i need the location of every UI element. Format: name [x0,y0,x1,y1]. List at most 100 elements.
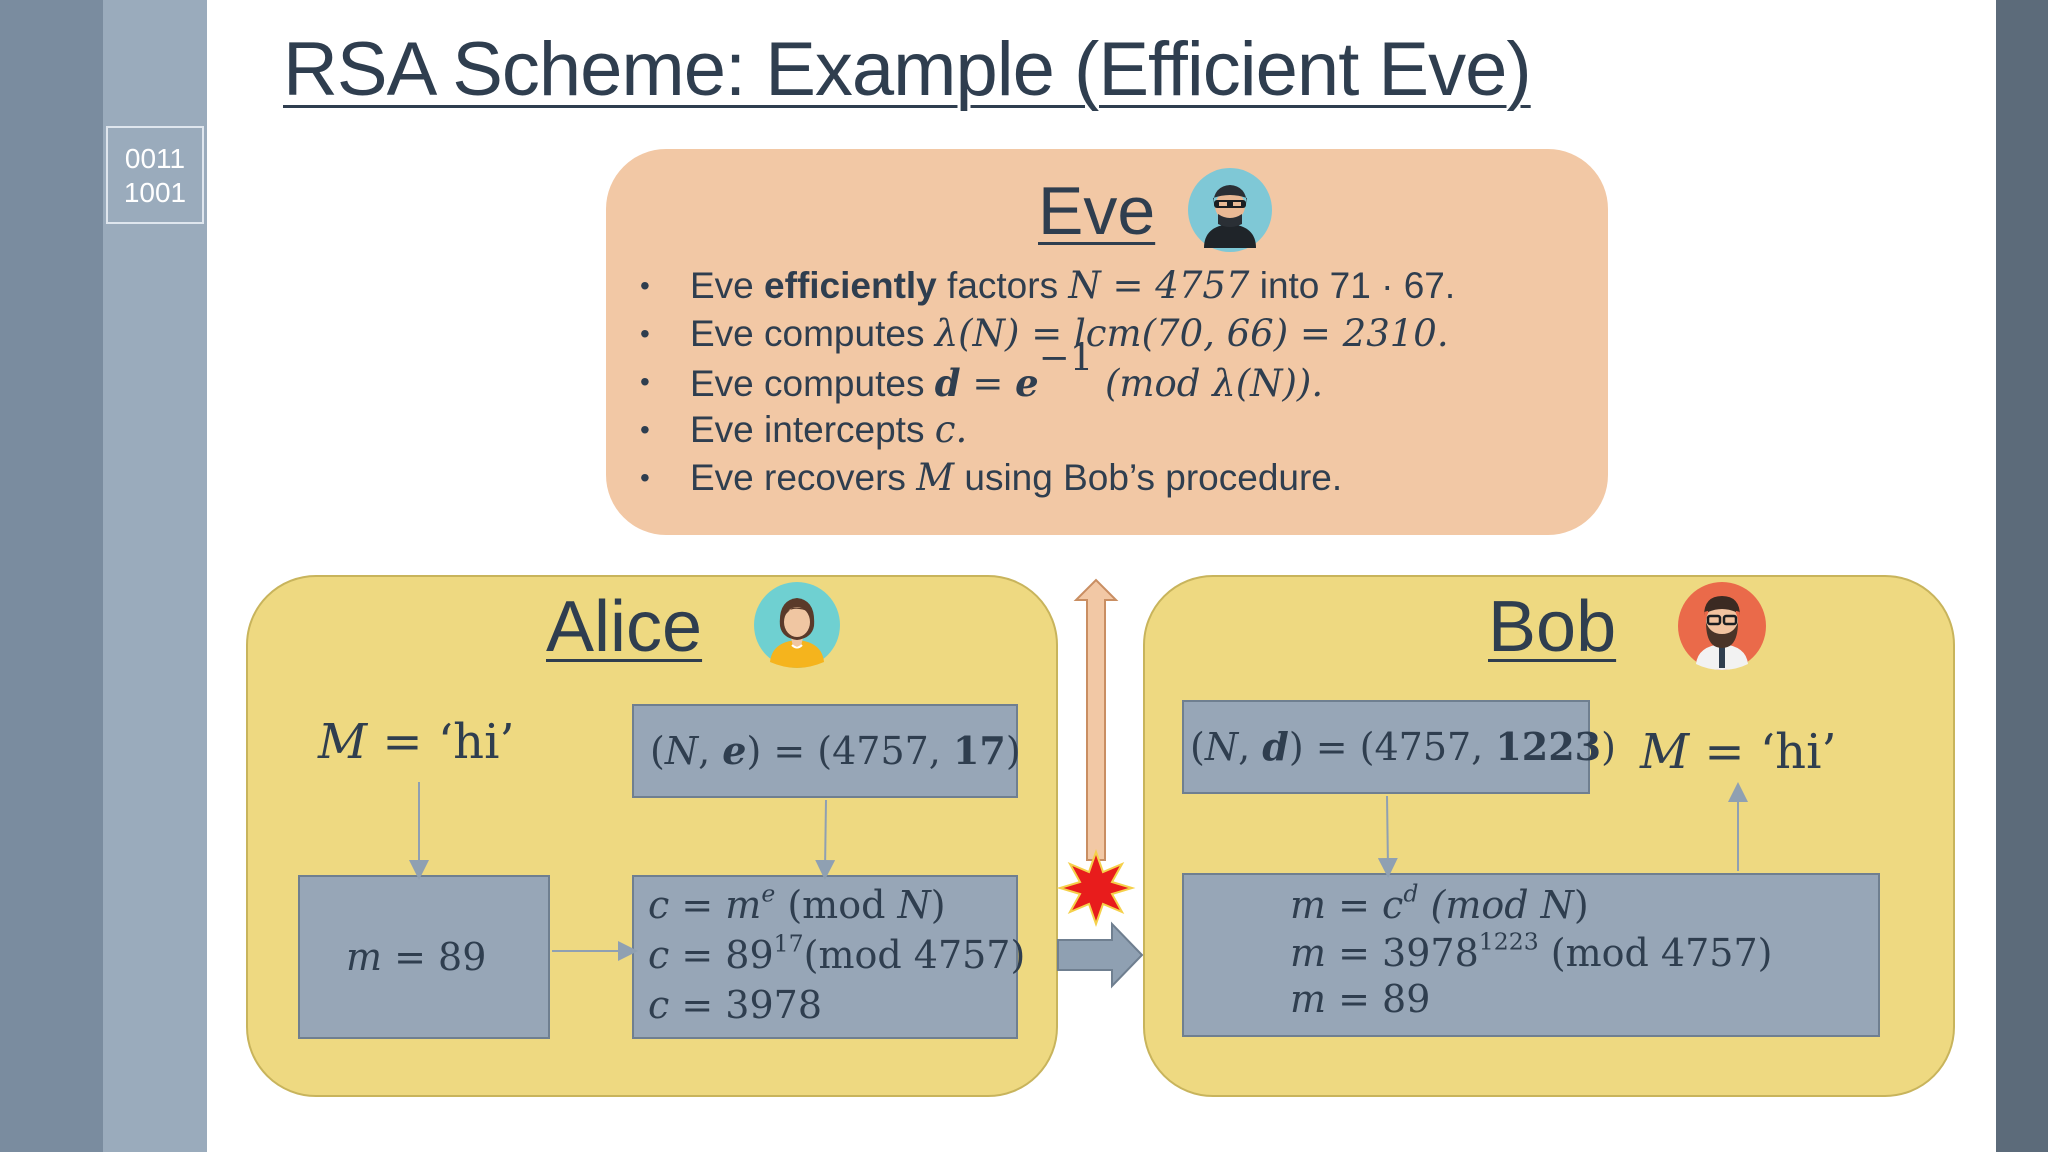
eve-bullet-1: Eve efficiently factors N = 4757 into 71… [640,262,1455,310]
decrypt-eq: = [1326,931,1383,975]
bullet-math: M [916,456,955,499]
key-exponent: 1223 [1495,724,1602,769]
bullet-sup: −1 [1038,336,1094,379]
decrypt-base: 3978 [1382,931,1479,975]
eve-bullet-3: Eve computes d = e−1 (mod λ(N)). [640,339,1455,406]
message-var: M [1640,724,1690,780]
key-text: = (4757, [761,729,953,773]
message-eq: = [367,714,438,770]
cipher-lhs: c [648,933,670,977]
decrypt-n: N [1540,883,1574,927]
decrypt-lhs: m [1290,883,1327,927]
decrypt-eq: = [1326,883,1383,927]
right-decor-bar [1996,0,2048,1152]
cipher-rest: (mod [775,883,898,927]
decrypt-sup: 1223 [1478,927,1539,956]
decrypt-rest: (mod 4757) [1538,931,1773,975]
send-arrow-icon [1057,921,1144,989]
cipher-line-2: c = 8917(mod 4757) [648,929,1026,977]
bullet-text: Eve recovers [690,457,917,498]
decrypt-line-2: m = 39781223 (mod 4757) [1290,927,1773,975]
badge-line-2: 1001 [123,177,187,208]
cipher-base: 3978 [725,983,823,1027]
binary-badge: 0011 1001 [106,126,204,224]
key-text: ( [650,729,665,773]
explosion-icon [1056,848,1136,928]
cipher-lhs: c [648,983,670,1027]
eve-bullet-4: Eve intercepts c. [640,406,1455,454]
key-text: d [1262,724,1289,769]
cipher-base: m [725,883,762,927]
eve-bullet-5: Eve recovers M using Bob’s procedure. [640,454,1455,502]
decrypt-rest: (mod [1418,883,1541,927]
bullet-text: Eve computes [690,362,935,404]
eve-bullet-list: Eve efficiently factors N = 4757 into 71… [640,262,1455,502]
decrypt-lhs: m [1290,977,1327,1021]
key-text: = (4757, [1303,725,1496,769]
key-text: ) [1601,725,1616,769]
bob-private-key-box: (N, d) = (4757, 1223) [1182,700,1616,794]
cipher-line-1: c = me (mod N) [648,882,946,927]
cipher-base: 89 [725,933,774,977]
encode-var: m [346,935,383,979]
bullet-math: c. [934,408,968,451]
cipher-rest: (mod 4757) [803,933,1026,977]
alice-encode-box: m = 89 [298,875,550,1039]
message-value: ‘hi’ [1759,724,1837,780]
bullet-text: factors [936,265,1069,306]
bullet-math: (mod λ(N)). [1093,361,1324,405]
alice-message: M = ‘hi’ [318,714,515,770]
cipher-line-3: c = 3978 [648,983,822,1027]
bullet-bold: efficiently [764,265,937,306]
eve-avatar-icon [1188,168,1272,252]
key-text: ) [746,729,762,773]
left-decor-bar [0,0,103,1152]
bullet-math: N = 4757 [1068,264,1250,307]
bullet-math: e [1015,360,1039,405]
bullet-math: λ(N) = lcm(70, 66) = 2310. [934,312,1449,355]
key-text: , [698,729,723,773]
bullet-text: into 71 · 67. [1249,265,1456,306]
bob-avatar-icon [1678,582,1766,670]
cipher-lhs: c [648,883,670,927]
bullet-text: Eve computes [690,313,935,354]
decrypt-end: ) [1573,883,1589,927]
message-value: ‘hi’ [437,714,515,770]
encode-value: = 89 [382,935,487,979]
cipher-end: ) [930,883,946,927]
slide-title: RSA Scheme: Example (Efficient Eve) [283,27,1532,112]
eve-bullet-2: Eve computes λ(N) = lcm(70, 66) = 2310. [640,310,1455,358]
message-eq: = [1689,724,1760,780]
arrow-key-to-decrypt [1377,795,1398,878]
bob-title: Bob [1488,587,1617,667]
intercept-arrow-icon [1073,578,1119,861]
bullet-math: d [934,360,961,405]
cipher-sup: 17 [773,929,804,958]
key-text: N [664,729,699,773]
key-exponent: 17 [952,728,1006,773]
alice-public-key-box: (N, e) = (4757, 17) [632,704,1021,798]
bullet-math: = [960,361,1016,405]
decrypt-base: 89 [1382,977,1431,1021]
bullet-text: Eve intercepts [690,409,935,450]
alice-cipher-box: c = me (mod N) c = 8917(mod 4757) c = 39… [632,875,1025,1039]
cipher-eq: = [669,983,726,1027]
key-text: ) [1288,725,1304,769]
decrypt-eq: = [1326,977,1383,1021]
decrypt-base: c [1382,883,1404,927]
bob-message: M = ‘hi’ [1640,724,1837,780]
key-text: e [722,728,747,773]
key-text: ( [1190,725,1205,769]
bullet-text: using Bob’s procedure. [954,457,1343,498]
bob-decrypt-box: m = cd (mod N) m = 39781223 (mod 4757) m… [1182,873,1880,1037]
bullet-text: Eve [690,265,765,306]
badge-line-1: 0011 [124,143,186,174]
alice-avatar-icon [754,582,840,668]
cipher-eq: = [669,933,726,977]
arrow-key-to-cipher [815,799,836,880]
decrypt-lhs: m [1290,931,1327,975]
message-var: M [318,714,368,770]
key-text: , [1238,725,1263,769]
cipher-eq: = [669,883,726,927]
